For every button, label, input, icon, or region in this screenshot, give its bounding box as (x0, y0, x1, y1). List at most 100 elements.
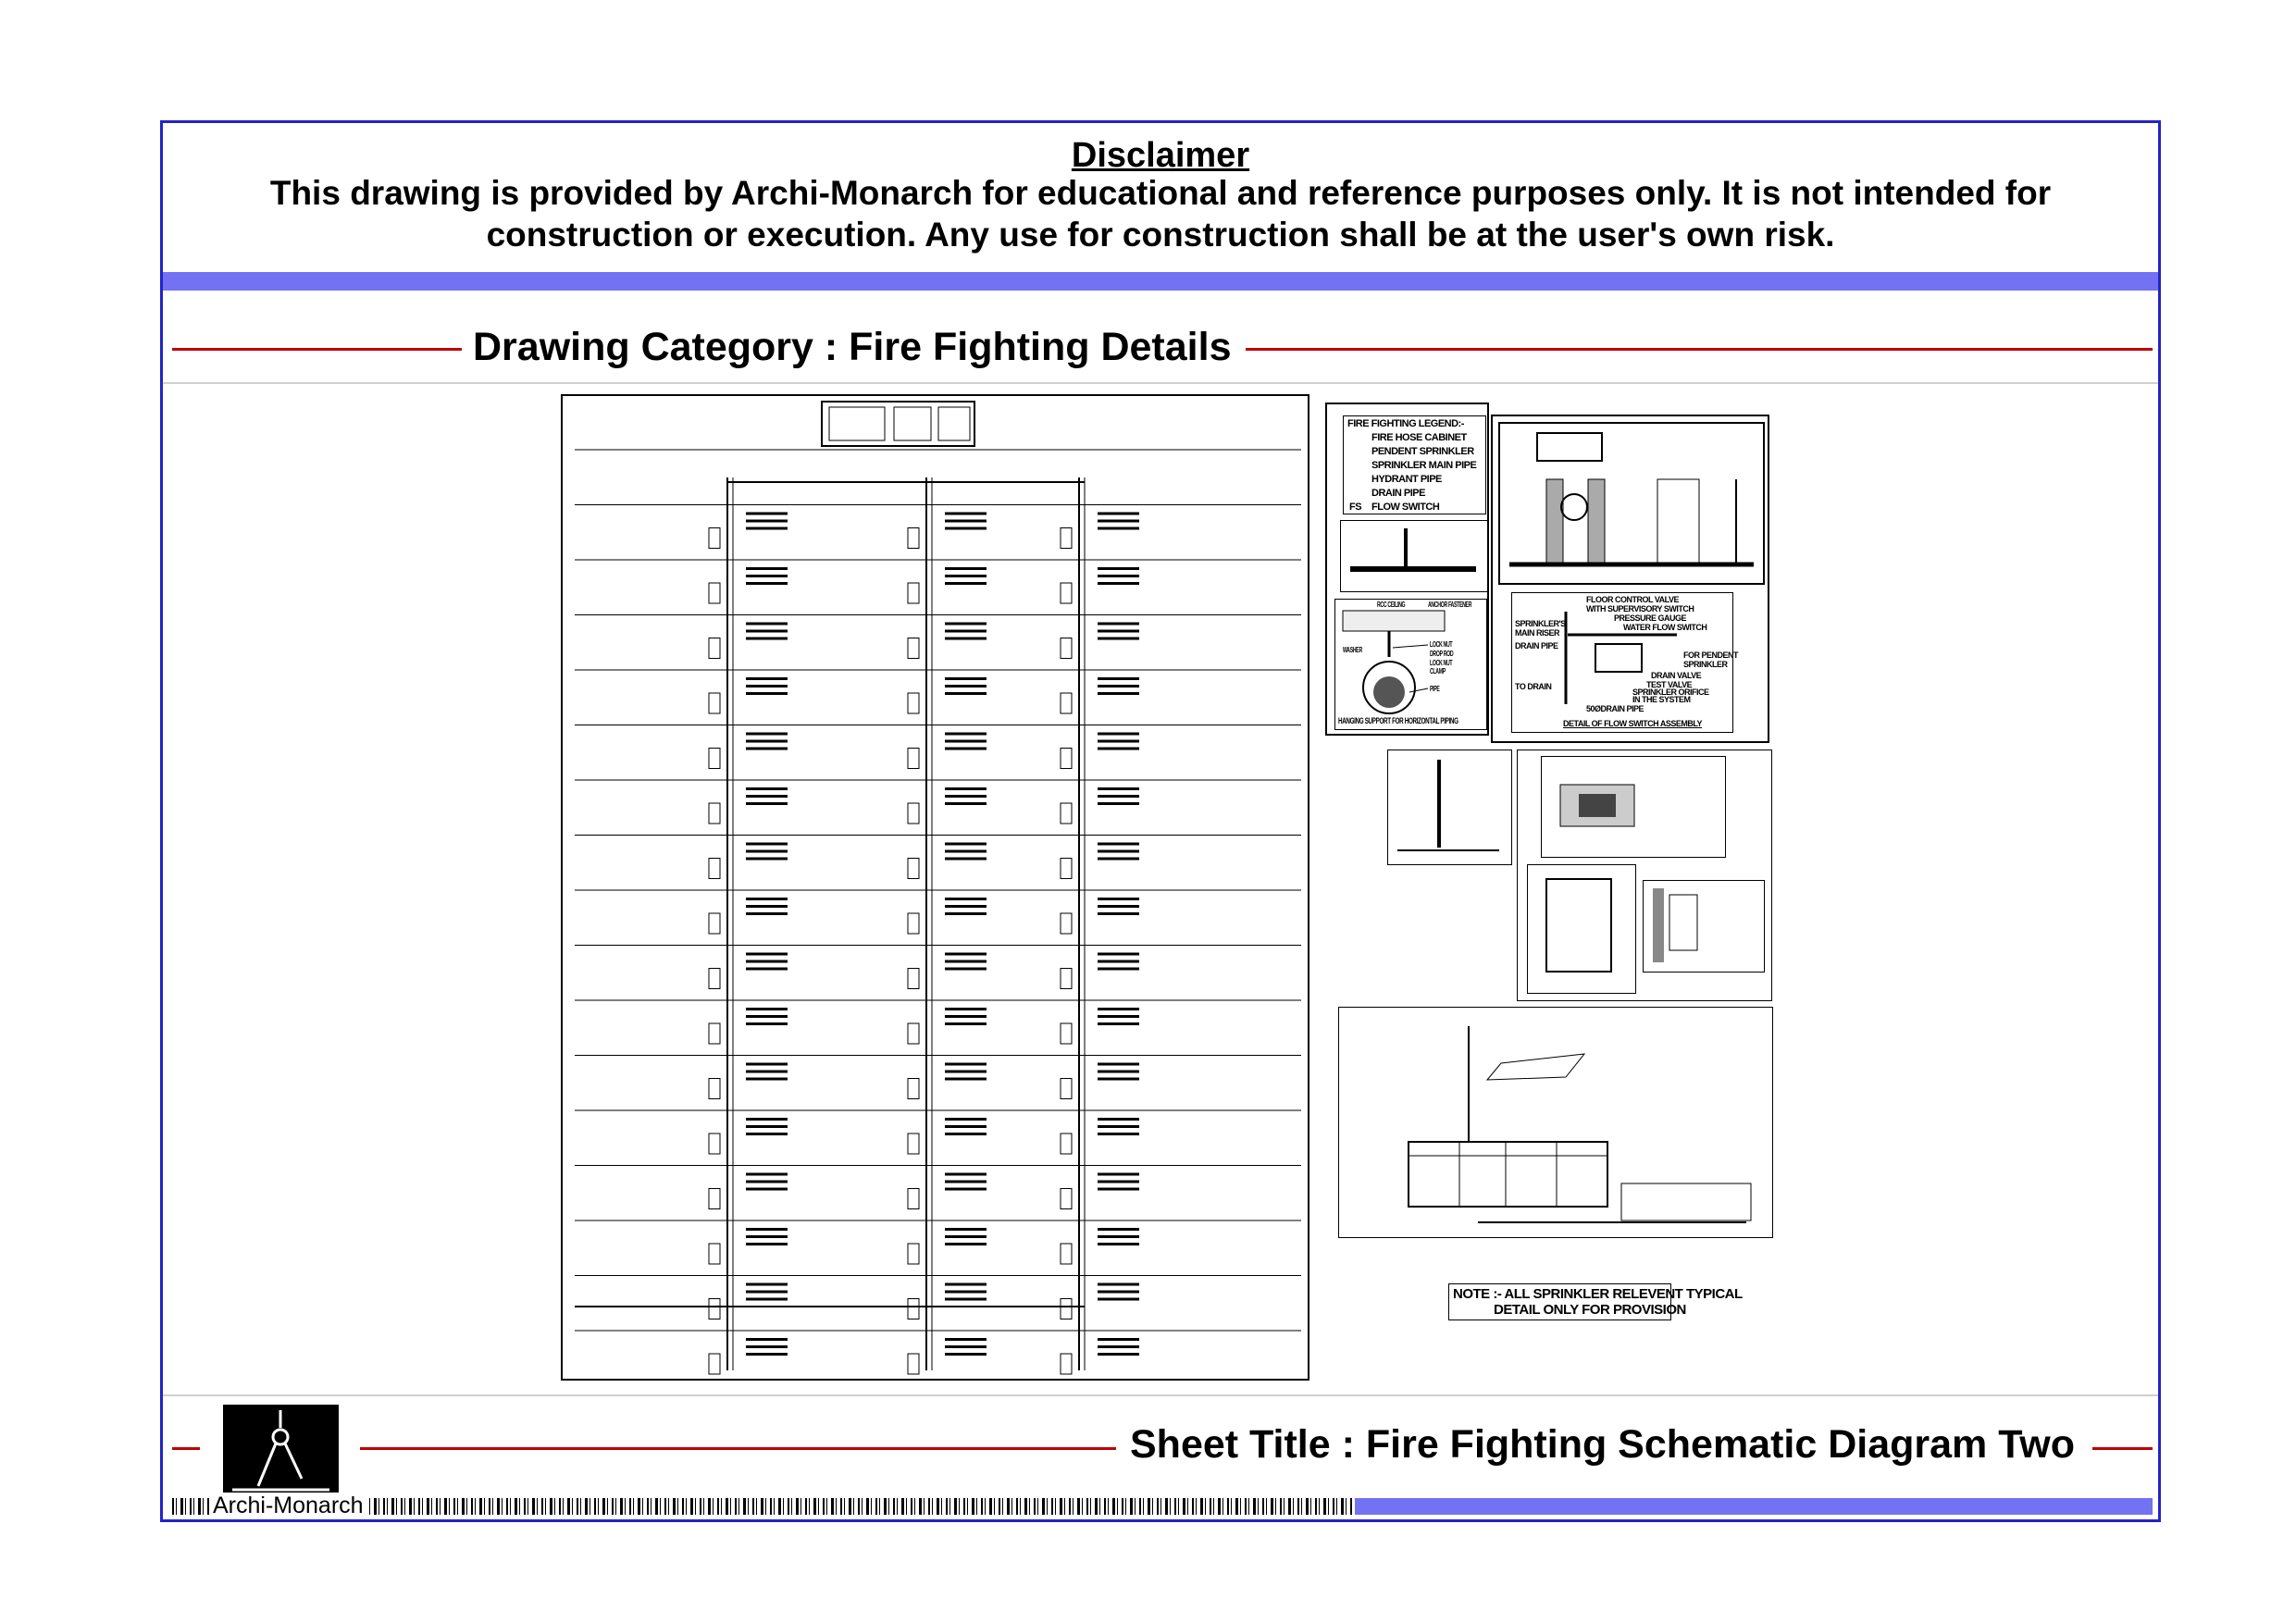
divider (163, 382, 2158, 384)
annotation-mark (1098, 692, 1139, 695)
annotation-mark (1098, 1235, 1139, 1238)
fire-hose-cabinet (1060, 527, 1073, 549)
hanging-label: ANCHOR FASTENER (1428, 601, 1472, 609)
legend-item: FIRE HOSE CABINET (1371, 432, 1467, 443)
annotation-mark (1098, 1282, 1139, 1286)
annotation-mark (746, 629, 788, 633)
annotation-mark (1098, 802, 1139, 805)
annotation-mark (1098, 898, 1139, 900)
fire-hose-cabinet (708, 1298, 721, 1319)
fire-hose-cabinet (1060, 692, 1073, 714)
label: MAIN RISER (1515, 628, 1560, 638)
fire-hose-cabinet (708, 1078, 721, 1099)
annotation-mark (746, 512, 788, 515)
fire-hose-cabinet (1060, 748, 1073, 769)
annotation-mark (746, 1338, 788, 1341)
fire-hose-cabinet (1060, 1188, 1073, 1209)
annotation-mark (1098, 787, 1139, 790)
fire-hose-cabinet (708, 912, 721, 935)
category-rule-right (1246, 348, 2153, 351)
annotation-mark (945, 582, 987, 585)
label: FLOOR CONTROL VALVE (1586, 595, 1680, 604)
annotation-mark (746, 1228, 788, 1231)
annotation-mark (1098, 1118, 1139, 1121)
annotation-mark (1098, 1353, 1139, 1356)
annotation-mark (945, 637, 987, 640)
annotation-mark (746, 857, 788, 861)
fire-hose-cabinet (1060, 1133, 1073, 1155)
header-bar (163, 272, 2158, 291)
annotation-mark (746, 1008, 788, 1010)
fire-hose-cabinet (1060, 968, 1073, 989)
annotation-mark (1098, 677, 1139, 680)
annotation-mark (1098, 1077, 1139, 1081)
annotation-mark (945, 692, 987, 695)
annotation-mark (1098, 1228, 1139, 1231)
fire-hose-cabinet (907, 858, 920, 879)
fire-hose-cabinet (708, 748, 721, 769)
fire-hose-cabinet (907, 968, 920, 989)
label: SPRINKLER'S (1515, 619, 1566, 628)
annotation-mark (746, 1345, 788, 1348)
annotation-mark (1098, 795, 1139, 798)
fire-hose-cabinet (1060, 1353, 1073, 1375)
hanging-label: LOCK NUT (1430, 659, 1453, 667)
annotation-mark (746, 1282, 788, 1286)
footer-rule-right (2092, 1447, 2153, 1450)
hanging-label: PIPE (1430, 685, 1440, 693)
fire-hose-cabinet (1060, 1298, 1073, 1319)
annotation-mark (945, 1172, 987, 1176)
annotation-mark (1098, 1297, 1139, 1301)
annotation-mark (746, 849, 788, 853)
hose-cabinet-panel: FLOOR CONTROL VALVE WITH SUPERVISORY SWI… (1491, 415, 1769, 743)
fire-hose-cabinet (907, 1298, 920, 1319)
pipe-joint-detail (1340, 520, 1488, 592)
fire-hose-cabinet (907, 802, 920, 824)
annotation-mark (1098, 519, 1139, 523)
annotation-mark (1098, 527, 1139, 530)
fire-hose-cabinet (907, 638, 920, 659)
footer-rule-left (172, 1447, 200, 1450)
footer-divider (163, 1394, 2158, 1396)
fire-hose-cabinet (907, 748, 920, 769)
annotation-mark (945, 1022, 987, 1025)
disclaimer-line-2: construction or execution. Any use for c… (486, 216, 1835, 254)
annotation-mark (945, 1353, 987, 1356)
label: TO DRAIN (1515, 682, 1552, 691)
annotation-mark (945, 912, 987, 915)
hose-cabinet-elevation (1498, 422, 1765, 585)
annotation-mark (1098, 622, 1139, 626)
category-rule-left (172, 348, 462, 351)
fire-hose-cabinet (708, 858, 721, 879)
annotation-mark (746, 912, 788, 915)
annotation-mark (945, 1077, 987, 1081)
note-line-2: DETAIL ONLY FOR PROVISION (1494, 1302, 1686, 1318)
annotation-mark (746, 898, 788, 900)
fire-hose-cabinet (907, 1133, 920, 1155)
cabinet-front-elevation (1527, 864, 1636, 994)
hanging-label: LOCK NUT (1430, 640, 1453, 649)
annotation-mark (945, 795, 987, 798)
annotation-mark (945, 967, 987, 971)
annotation-mark (1098, 512, 1139, 515)
fire-hose-cabinet (1060, 1078, 1073, 1099)
annotation-mark (746, 575, 788, 577)
fire-hose-cabinet (907, 692, 920, 714)
annotation-mark (945, 1015, 987, 1018)
annotation-mark (1098, 1022, 1139, 1025)
annotation-mark (1098, 849, 1139, 853)
fire-hose-cabinet (708, 638, 721, 659)
flow-switch-title: DETAIL OF FLOW SWITCH ASSEMBLY (1563, 719, 1703, 728)
label: DRAIN PIPE (1515, 641, 1558, 650)
cabinet-section (1643, 880, 1765, 973)
hanging-label: RCC CEILING (1377, 601, 1406, 609)
annotation-mark (746, 1290, 788, 1294)
annotation-mark (746, 795, 788, 798)
annotation-mark (945, 739, 987, 743)
annotation-mark (945, 1008, 987, 1010)
annotation-mark (1098, 582, 1139, 585)
annotation-mark (746, 842, 788, 846)
sheet-title: Sheet Title : Fire Fighting Schematic Di… (1130, 1422, 2076, 1467)
annotation-mark (1098, 952, 1139, 956)
annotation-mark (746, 905, 788, 908)
